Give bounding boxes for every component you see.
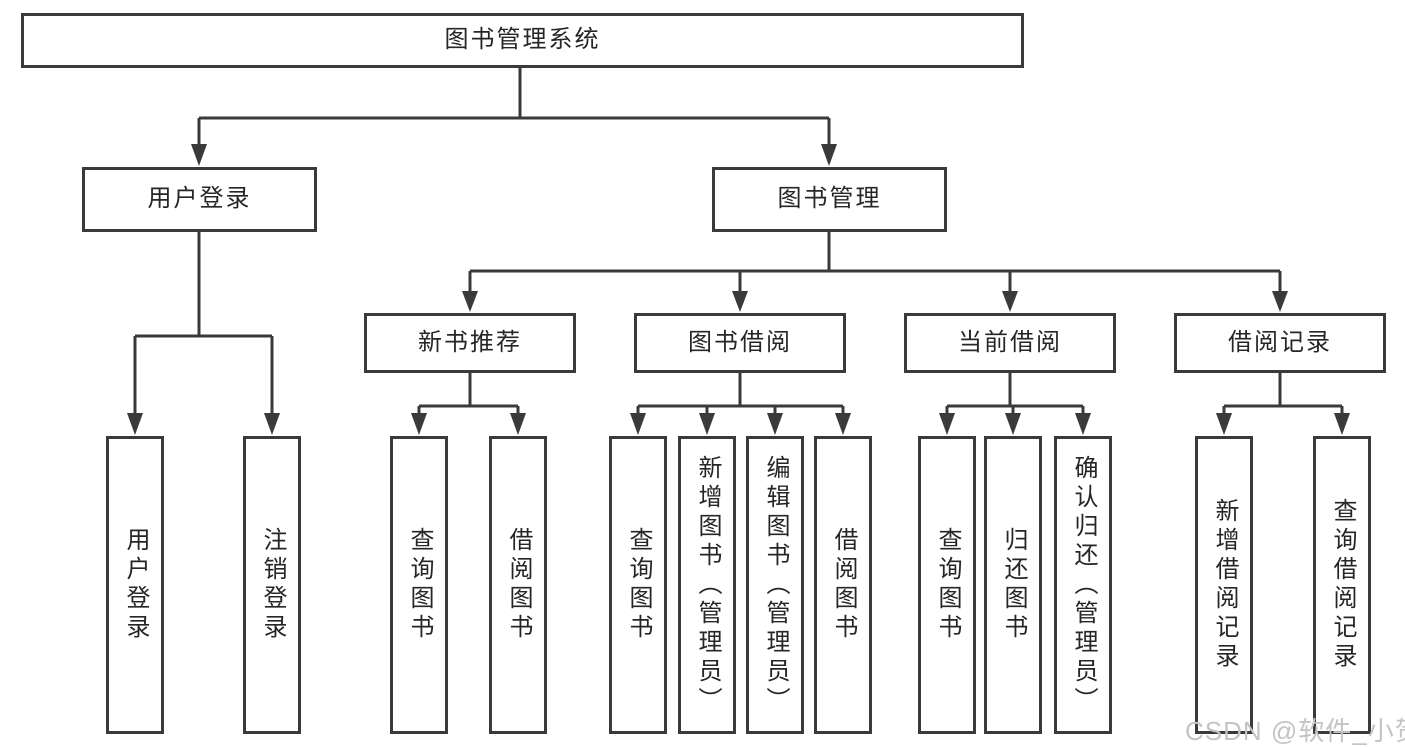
leaf-query-books-current: 查询图书 — [918, 436, 976, 734]
connector-newbook-to-leaves — [417, 373, 520, 416]
leaf-logout-label: 注销登录 — [259, 527, 286, 643]
leaf-add-borrow-record-label: 新增借阅记录 — [1211, 498, 1238, 672]
leaf-confirm-return-admin-label: 确认归还（管理员） — [1070, 454, 1097, 716]
leaf-query-books-current-label: 查询图书 — [934, 527, 961, 643]
leaf-confirm-return-admin: 确认归还（管理员） — [1054, 436, 1112, 734]
leaf-borrow-books-recommend: 借阅图书 — [489, 436, 547, 734]
node-new-book-recommend-label: 新书推荐 — [418, 328, 522, 356]
leaf-return-books: 归还图书 — [984, 436, 1042, 734]
leaf-add-book-admin: 新增图书（管理员） — [678, 436, 736, 734]
connector-root-to-level2 — [197, 67, 831, 147]
node-user-login: 用户登录 — [82, 167, 317, 232]
node-current-borrowing-label: 当前借阅 — [958, 328, 1062, 356]
node-root: 图书管理系统 — [21, 13, 1024, 68]
node-new-book-recommend: 新书推荐 — [364, 313, 576, 373]
node-book-borrowing-label: 图书借阅 — [688, 328, 792, 356]
leaf-add-book-admin-label: 新增图书（管理员） — [694, 454, 721, 716]
node-borrowing-records: 借阅记录 — [1174, 313, 1386, 373]
connector-currentborrow-to-leaves — [945, 373, 1085, 416]
leaf-borrow-books-recommend-label: 借阅图书 — [505, 527, 532, 643]
leaf-query-books-borrow-label: 查询图书 — [625, 527, 652, 643]
connector-borrowrecord-to-leaves — [1222, 373, 1344, 416]
node-borrowing-records-label: 借阅记录 — [1228, 328, 1332, 356]
leaf-user-login: 用户登录 — [106, 436, 164, 734]
leaf-query-borrow-record: 查询借阅记录 — [1313, 436, 1371, 734]
connector-bookborrow-to-leaves — [636, 373, 845, 416]
leaf-return-books-label: 归还图书 — [1000, 527, 1027, 643]
arrowheads — [127, 144, 1350, 435]
watermark-text: CSDN @软件_小贺同学 — [1185, 716, 1405, 746]
node-book-borrowing: 图书借阅 — [634, 313, 846, 373]
node-current-borrowing: 当前借阅 — [904, 313, 1116, 373]
leaf-borrow-books: 借阅图书 — [814, 436, 872, 734]
node-root-label: 图书管理系统 — [444, 26, 601, 54]
node-user-login-label: 用户登录 — [147, 185, 252, 213]
node-book-management-label: 图书管理 — [777, 185, 882, 213]
leaf-logout: 注销登录 — [243, 436, 301, 734]
leaf-query-books-recommend: 查询图书 — [390, 436, 448, 734]
leaf-edit-book-admin: 编辑图书（管理员） — [746, 436, 804, 734]
connector-bookmgmt-to-level3 — [468, 232, 1282, 294]
connector-userlogin-to-leaves — [133, 232, 274, 416]
leaf-add-borrow-record: 新增借阅记录 — [1195, 436, 1253, 734]
leaf-edit-book-admin-label: 编辑图书（管理员） — [762, 454, 789, 716]
node-book-management: 图书管理 — [712, 167, 947, 232]
leaf-query-books-borrow: 查询图书 — [609, 436, 667, 734]
leaf-query-borrow-record-label: 查询借阅记录 — [1329, 498, 1356, 672]
leaf-borrow-books-label: 借阅图书 — [830, 527, 857, 643]
leaf-user-login-label: 用户登录 — [122, 527, 149, 643]
leaf-query-books-recommend-label: 查询图书 — [406, 527, 433, 643]
